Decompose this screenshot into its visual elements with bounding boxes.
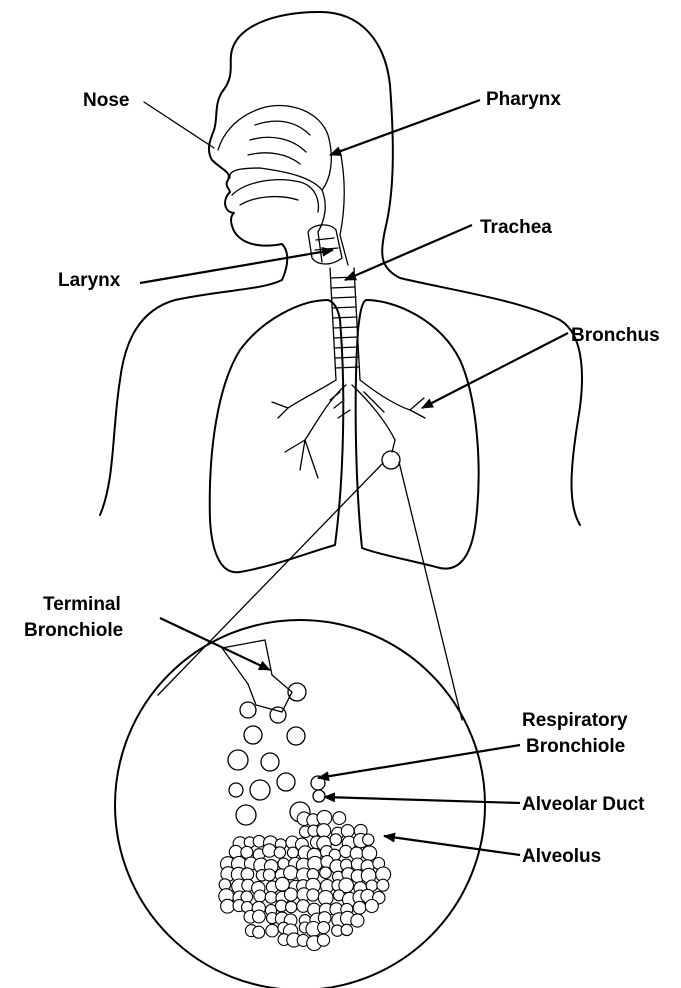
label-pharynx: Pharynx [486, 89, 561, 111]
alveolus-sac [333, 812, 346, 825]
magnified-region-marker [382, 451, 400, 469]
right-lung [356, 300, 479, 569]
label-bronchus: Bronchus [571, 325, 660, 347]
nasal-cavity [218, 106, 331, 190]
alveolus-sac [353, 901, 366, 914]
alveolus-sac [241, 868, 254, 881]
left-lung [210, 300, 344, 572]
label-alveolar-duct: Alveolar Duct [522, 794, 644, 816]
magnified-view-circle [115, 620, 485, 988]
alveolus-sac [285, 888, 298, 901]
alveolus-sac [286, 901, 297, 912]
alveolus-sac [266, 924, 279, 937]
label-terminal-bronchiole-1: Terminal [43, 594, 121, 616]
nasal-turbinates [248, 121, 310, 164]
alveolus-sac [317, 824, 331, 838]
alveolus-sac [241, 846, 253, 858]
label-larynx: Larynx [58, 270, 120, 292]
alveolus-sac [341, 825, 354, 838]
alveolus-sac [221, 899, 235, 913]
alveolus-sac [351, 914, 364, 927]
label-alveolus: Alveolus [522, 846, 601, 868]
bronchial-tree [272, 380, 425, 478]
label-terminal-bronchiole-2: Bronchiole [24, 620, 123, 642]
pointer-lines [140, 100, 568, 855]
alveolus-sac [253, 910, 266, 923]
alveolus-sac [365, 900, 378, 913]
face-outline [100, 50, 287, 515]
alveolus-sac [318, 922, 330, 934]
alveolus-cluster [219, 810, 391, 950]
label-nose: Nose [83, 90, 129, 112]
alveolus-sac [287, 847, 298, 858]
alveolus-sac [263, 869, 275, 881]
alveolus-sac [274, 847, 285, 858]
pharynx [318, 150, 348, 265]
alveolus-sac [341, 924, 352, 935]
alveolus-sac [317, 934, 329, 946]
terminal-bronchiole-shape [222, 640, 292, 712]
label-respiratory-bronchiole-1: Respiratory [522, 710, 628, 732]
alveolus-sac [317, 810, 332, 825]
oral-cavity [232, 180, 318, 212]
alveolus-sac [253, 926, 265, 938]
alveolus-sac [307, 889, 319, 901]
alveolus-sac [363, 834, 374, 845]
alveolus-sac [330, 834, 342, 846]
magnification-line-left [158, 463, 383, 695]
alveolus-sac [362, 846, 377, 861]
alveolus-sac [265, 891, 277, 903]
magnification-line-right [399, 462, 462, 720]
label-respiratory-bronchiole-2: Bronchiole [526, 736, 625, 758]
label-trachea: Trachea [480, 217, 552, 239]
alveolus-sac [377, 879, 389, 891]
alveolus-sac [320, 867, 332, 879]
larynx-shape [308, 225, 342, 264]
alveolus-sac [254, 890, 266, 902]
respiratory-bronchiole-sacs [228, 683, 325, 825]
